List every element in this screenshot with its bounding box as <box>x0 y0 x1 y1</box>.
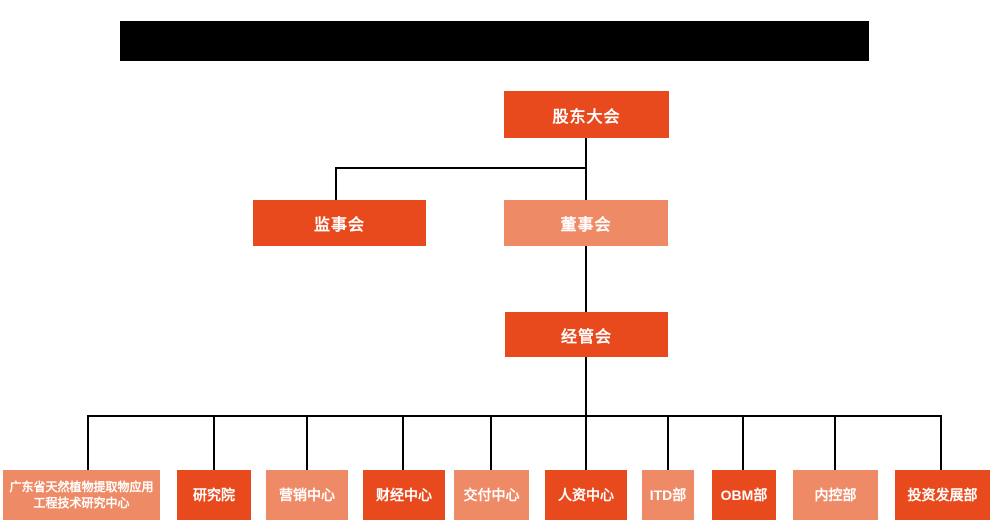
org-node-hr-center: 人资中心 <box>545 470 627 520</box>
connector-line <box>306 415 308 470</box>
connector-line <box>87 415 89 470</box>
org-node-label: 监事会 <box>313 217 365 234</box>
connector-line <box>335 167 337 200</box>
org-node-research-institute: 研究院 <box>177 470 251 520</box>
org-node-supervisory-board: 监事会 <box>253 200 426 246</box>
org-node-board-of-directors: 董事会 <box>504 200 668 246</box>
connector-line <box>402 415 404 470</box>
redacted-title-bar <box>120 21 869 61</box>
org-node-marketing-center: 营销中心 <box>266 470 348 520</box>
connector-line <box>87 415 942 417</box>
connector-line <box>585 415 587 470</box>
connector-line <box>490 415 492 470</box>
org-node-finance-center: 财经中心 <box>363 470 445 520</box>
org-node-label: 股东大会 <box>552 108 621 126</box>
connector-line <box>940 415 942 470</box>
connector-line <box>667 415 669 470</box>
org-node-label: 投资发展部 <box>907 487 978 503</box>
org-node-label: 人资中心 <box>558 487 614 503</box>
connector-line <box>834 415 836 470</box>
org-node-internal-control-department: 内控部 <box>793 470 878 520</box>
org-node-label: 财经中心 <box>376 487 432 503</box>
org-node-investment-development-department: 投资发展部 <box>895 470 990 520</box>
org-node-itd-department: ITD部 <box>642 470 694 520</box>
org-node-label: 广东省天然植物提取物应用工程技术研究中心 <box>9 479 154 510</box>
org-node-label: 内控部 <box>814 487 857 503</box>
org-node-label: 交付中心 <box>463 487 520 503</box>
org-node-label: ITD部 <box>649 487 687 503</box>
org-node-label: OBM部 <box>720 487 768 503</box>
connector-line <box>742 415 744 470</box>
org-node-obm-department: OBM部 <box>712 470 776 520</box>
connector-line <box>585 357 587 417</box>
org-node-label: 营销中心 <box>279 487 335 503</box>
org-node-delivery-center: 交付中心 <box>454 470 529 520</box>
connector-line <box>585 246 587 312</box>
org-node-management-committee: 经管会 <box>505 312 668 357</box>
connector-line <box>213 415 215 470</box>
org-node-label: 经管会 <box>560 328 612 346</box>
org-node-shareholders-meeting: 股东大会 <box>504 91 669 138</box>
connector-line <box>585 138 587 200</box>
org-node-label: 董事会 <box>560 217 612 234</box>
org-node-label: 研究院 <box>193 487 235 503</box>
connector-line <box>335 167 587 169</box>
org-node-research-center: 广东省天然植物提取物应用工程技术研究中心 <box>3 470 160 520</box>
